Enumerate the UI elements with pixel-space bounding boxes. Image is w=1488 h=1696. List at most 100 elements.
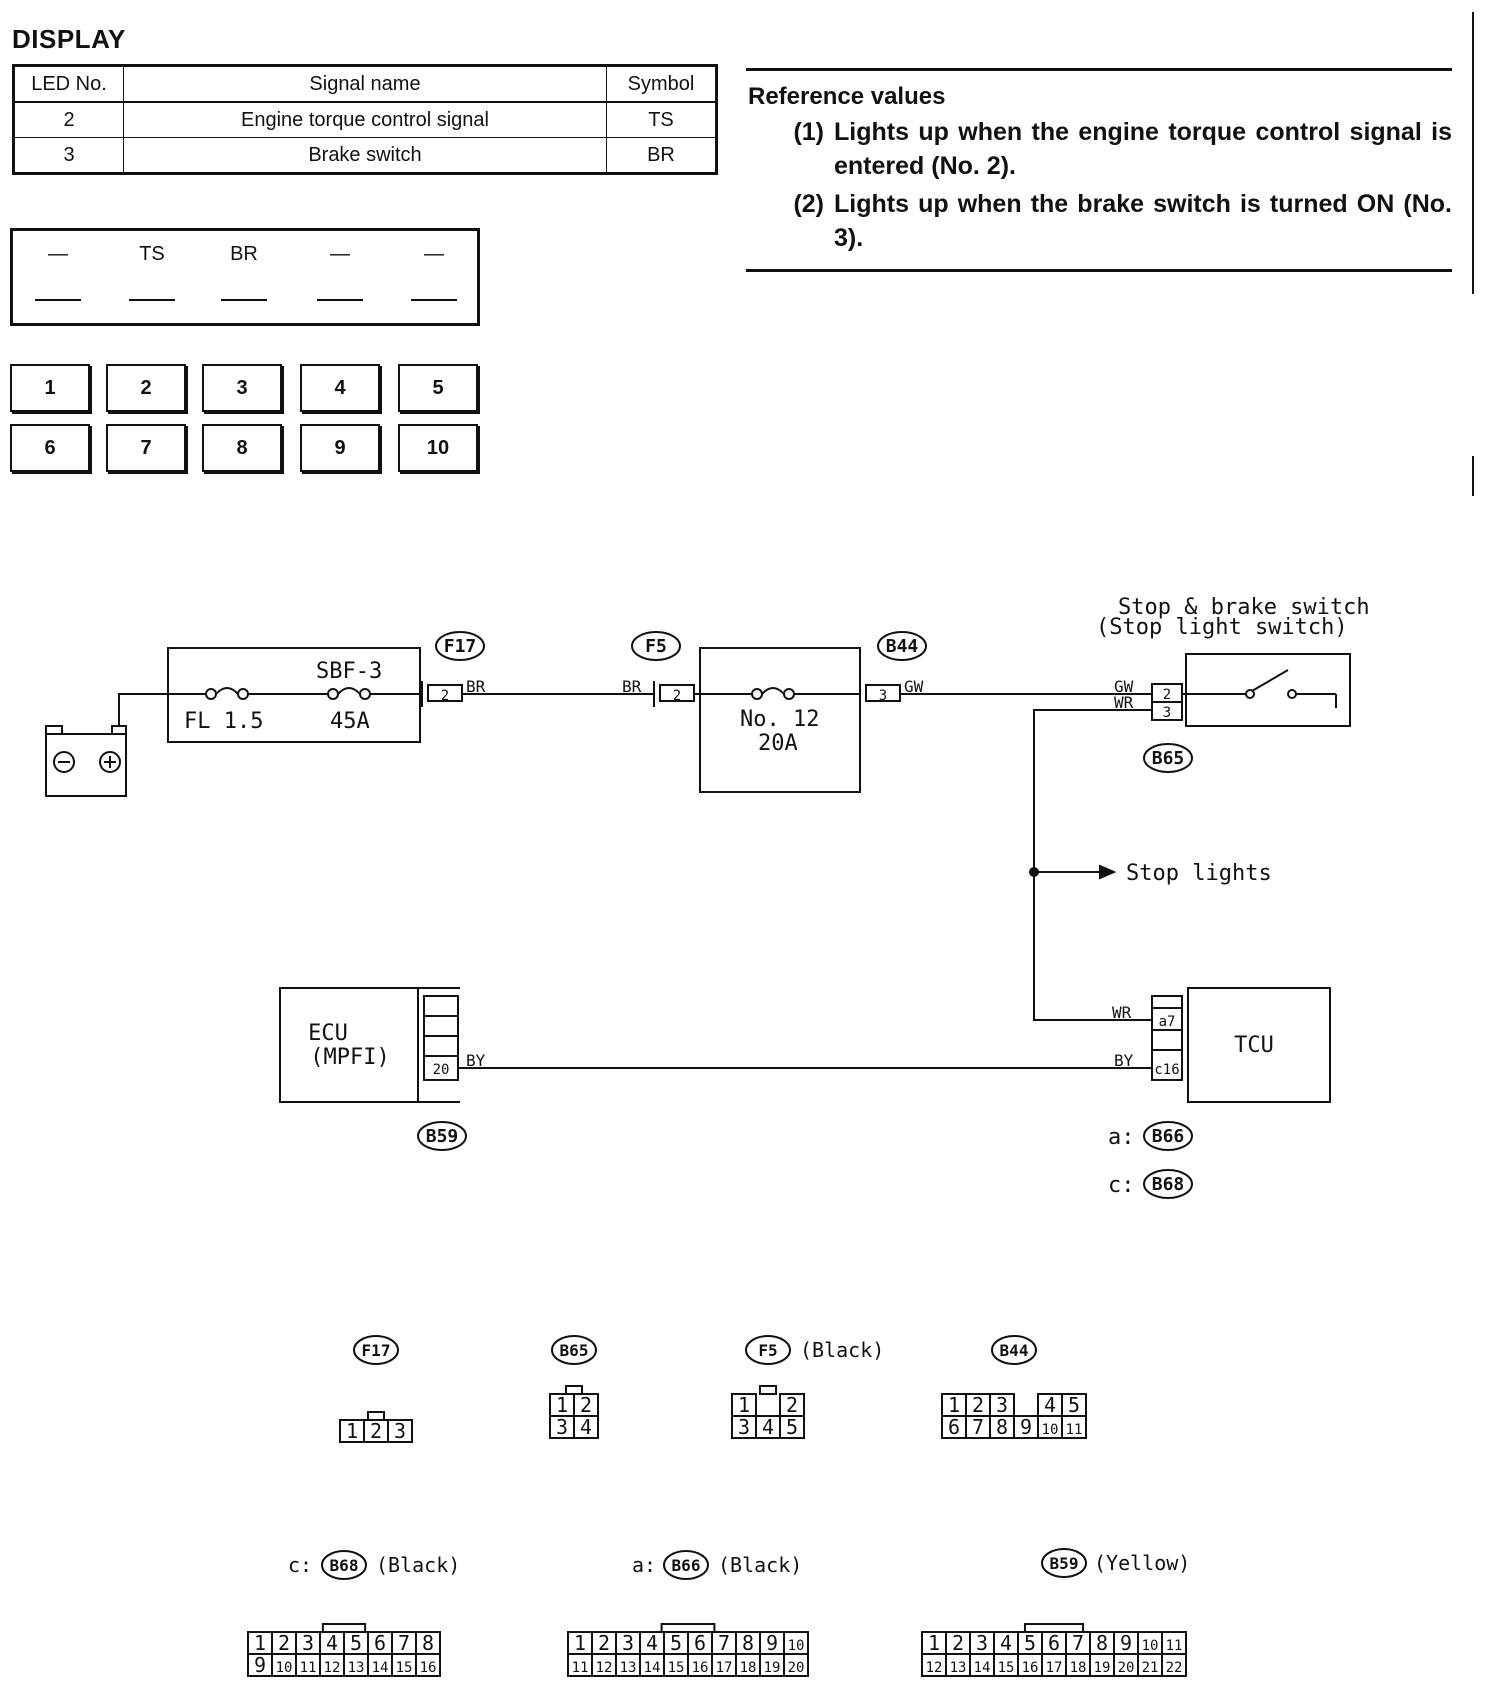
- wire-by-label: BY: [1114, 1051, 1134, 1070]
- f17-pin: 2: [441, 688, 449, 704]
- wire-wr-label: WR: [1114, 693, 1134, 712]
- b65-badge: [1143, 743, 1193, 773]
- b68-face-pin: 11: [300, 1660, 317, 1676]
- b59-face-pin: 15: [998, 1660, 1015, 1676]
- led-signal-table: LED No. Signal name Symbol 2 Engine torq…: [12, 64, 718, 175]
- margin-rule: [1472, 12, 1474, 294]
- b66-face-pin: 4: [646, 1631, 658, 1655]
- reference-item: (1)Lights up when the engine torque cont…: [746, 115, 1452, 183]
- b59-face-pin: 21: [1142, 1660, 1159, 1676]
- stop-brake-switch-box: [1185, 653, 1351, 727]
- b59-face-pin: 3: [976, 1631, 988, 1655]
- ecu-sublabel: (MPFI): [310, 1045, 389, 1070]
- cell-led-no: 2: [13, 101, 124, 138]
- panel-slot-label: —: [424, 243, 444, 265]
- f5-face-pin: 1: [738, 1393, 750, 1417]
- table-row: 3 Brake switch BR: [13, 137, 717, 174]
- panel-slot-label: BR: [230, 243, 258, 265]
- margin-rule: [1472, 456, 1474, 496]
- b66-face-pin: 6: [694, 1631, 706, 1655]
- f17-label: F17: [444, 636, 477, 657]
- ecu-box: [279, 987, 419, 1103]
- switch-title: Stop & brake switch: [1118, 595, 1370, 620]
- b65-face-badge: [551, 1335, 597, 1365]
- b44-face-pin: 5: [1068, 1393, 1080, 1417]
- f5-face-cell: [779, 1415, 805, 1439]
- b44-face-pin: 8: [996, 1415, 1008, 1439]
- f17-face-pin: 3: [394, 1419, 406, 1443]
- b66-face-pin: 13: [620, 1660, 637, 1676]
- led-number-box: 6: [10, 424, 90, 472]
- b66-face-pin: 16: [692, 1660, 709, 1676]
- wire-gw-label: GW: [904, 677, 924, 696]
- b66-face-badge: [663, 1550, 709, 1580]
- prefix-a: a:: [1108, 1125, 1135, 1150]
- fuse-fl15-label: FL 1.5: [184, 709, 263, 734]
- switch-subtitle: (Stop light switch): [1096, 615, 1348, 640]
- b59-face-badge: [1041, 1548, 1087, 1578]
- b66-face-pin: 18: [740, 1660, 757, 1676]
- b68-face-pin: 6: [374, 1631, 386, 1655]
- prefix-c-face: c:: [288, 1553, 312, 1577]
- b44-face-label: B44: [1000, 1341, 1029, 1360]
- led-number-box: 5: [398, 364, 478, 412]
- b66-face-pin: 2: [598, 1631, 610, 1655]
- b59-face-label: B59: [1050, 1554, 1079, 1573]
- b66-face-pin: 17: [716, 1660, 733, 1676]
- b66-face-pin: 11: [572, 1660, 589, 1676]
- b59-face-pin: 2: [952, 1631, 964, 1655]
- fuse-symbol-icon: [168, 687, 328, 700]
- b66-face-pin: 19: [764, 1660, 781, 1676]
- f5-label: F5: [645, 636, 667, 657]
- b68-face-pin: 5: [350, 1631, 362, 1655]
- b44-face-pin: 10: [1042, 1422, 1059, 1438]
- panel-slot: TS: [127, 241, 177, 301]
- b65-face-cell: [573, 1415, 599, 1439]
- battery-icon: [45, 725, 127, 797]
- b65-face-pin: 3: [556, 1415, 568, 1439]
- b65-pin: 3: [1163, 705, 1171, 721]
- table-header-row: LED No. Signal name Symbol: [13, 65, 717, 103]
- led-display-panel: — TS BR — —: [10, 228, 480, 326]
- cell-signal-name: Brake switch: [123, 137, 607, 174]
- b59-face-pin: 20: [1118, 1660, 1135, 1676]
- b66-face-pin: 12: [596, 1660, 613, 1676]
- b59-face-pin: 7: [1072, 1631, 1084, 1655]
- f5-face-badge: [745, 1335, 791, 1365]
- reference-title: Reference values: [748, 83, 946, 110]
- b59-face-pin: 5: [1024, 1631, 1036, 1655]
- b44-face-cell: [1061, 1415, 1087, 1439]
- b66-face-pin: 15: [668, 1660, 685, 1676]
- b66-face-pin: 10: [788, 1638, 805, 1654]
- led-number-box: 7: [106, 424, 186, 472]
- ecu-label: ECU: [308, 1021, 348, 1046]
- led-number-box: 3: [202, 364, 282, 412]
- b59-face-pin: 19: [1094, 1660, 1111, 1676]
- b59-face-pin: 8: [1096, 1631, 1108, 1655]
- fuse-no12-box: [699, 647, 861, 793]
- b44-face-pin: 7: [972, 1415, 984, 1439]
- led-number-box: 8: [202, 424, 282, 472]
- b68-label: B68: [1152, 1174, 1185, 1195]
- reference-item-text: Lights up when the engine torque control…: [834, 118, 1452, 180]
- b66-face-pin: 20: [788, 1660, 805, 1676]
- b59-color-label: (Yellow): [1094, 1551, 1190, 1575]
- b59-face-pin: 13: [950, 1660, 967, 1676]
- b68-face-pin: 1: [254, 1631, 266, 1655]
- table-row: 2 Engine torque control signal TS: [13, 101, 717, 138]
- reference-item: (2)Lights up when the brake switch is tu…: [746, 187, 1452, 255]
- b66-face-cell: [783, 1653, 809, 1677]
- b66-label: B66: [1152, 1126, 1185, 1147]
- b44-face-badge: [991, 1335, 1037, 1365]
- tcu-pin-c16: c16: [1154, 1062, 1179, 1078]
- tcu-box: [1187, 987, 1331, 1103]
- panel-slot: —: [409, 241, 459, 301]
- tcu-pin-a7: a7: [1159, 1014, 1176, 1030]
- b44-face-pin: 4: [1044, 1393, 1056, 1417]
- b65-pin: 2: [1163, 687, 1171, 703]
- fuse-symbol-icon: [327, 687, 420, 700]
- b66-face-pin: 14: [644, 1660, 661, 1676]
- b44-label: B44: [886, 636, 919, 657]
- reference-item-number: (2): [793, 190, 824, 218]
